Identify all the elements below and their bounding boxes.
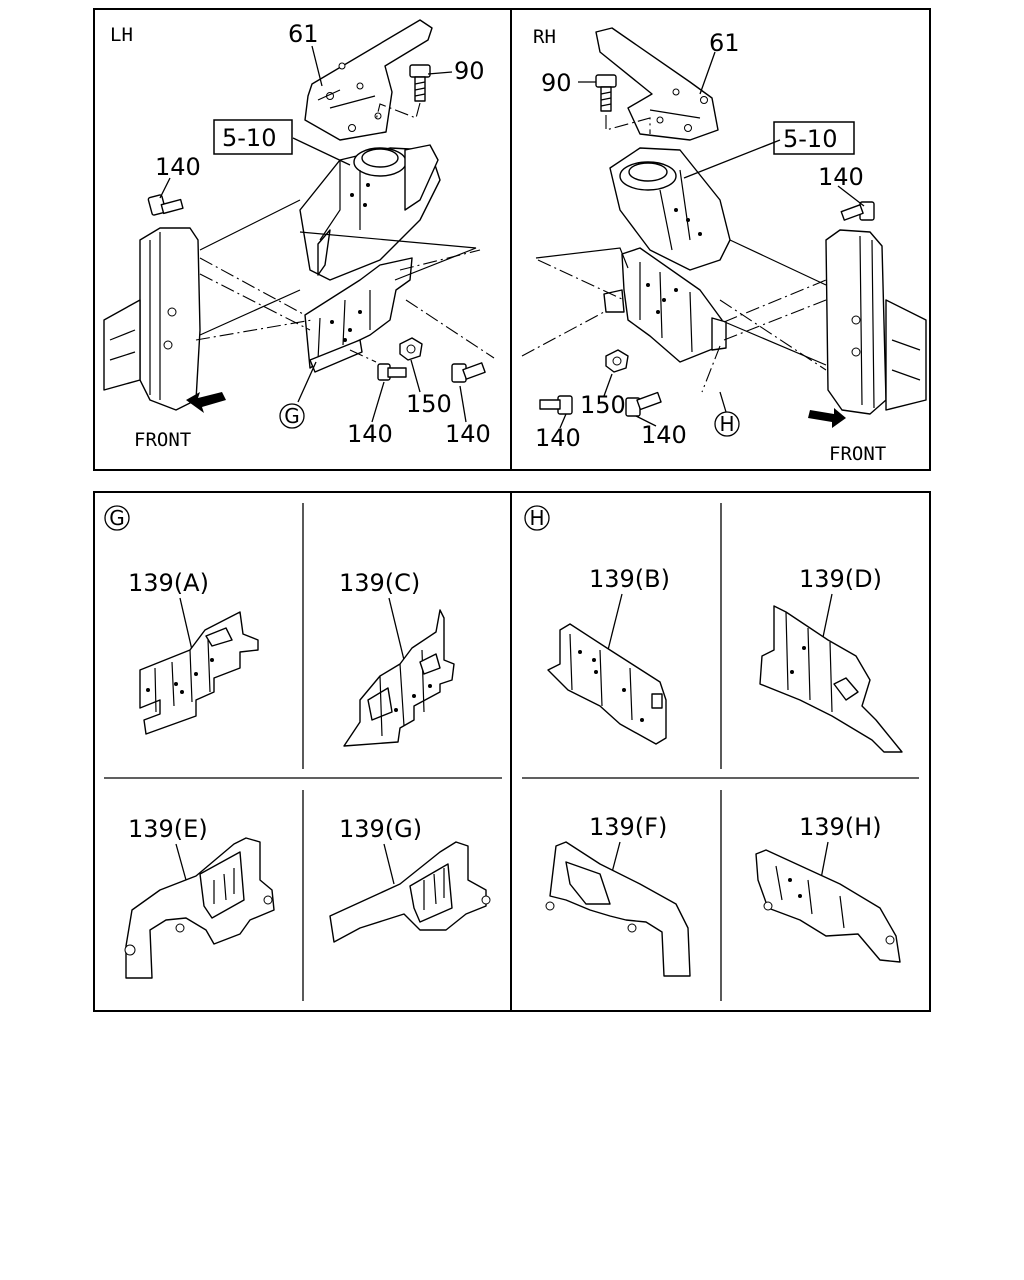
lh-callout-140-top: 140 xyxy=(155,153,201,181)
bolt-icon xyxy=(595,74,617,112)
rh-callout-140-top: 140 xyxy=(818,163,864,191)
variant-label-139g: 139(G) xyxy=(339,815,422,843)
variant-label-139e: 139(E) xyxy=(128,815,208,843)
variant-139h: 139(H) xyxy=(755,813,901,963)
variant-139b: 139(B) xyxy=(547,565,670,745)
lh-callout-150: 150 xyxy=(406,390,452,418)
h-variants-frame xyxy=(510,491,931,1012)
front-arrow-icon xyxy=(808,408,846,428)
rh-callout-140-mid: 140 xyxy=(641,421,687,449)
circle-ref-icon: G xyxy=(104,505,130,531)
variant-139g: 139(G) xyxy=(329,815,491,943)
rh-callout-61: 61 xyxy=(709,29,740,57)
variant-label-139h: 139(H) xyxy=(799,813,882,841)
variant-label-139b: 139(B) xyxy=(589,565,670,593)
bolt-icon xyxy=(625,391,662,417)
lh-front-label: FRONT xyxy=(134,429,191,451)
variant-139e: 139(E) xyxy=(124,815,275,979)
lh-bracket-61 xyxy=(304,19,433,141)
g-ref-circle: G xyxy=(109,506,125,530)
front-arrow-icon xyxy=(186,392,226,413)
lh-callout-140-mid: 140 xyxy=(347,420,393,448)
lh-callout-61: 61 xyxy=(288,20,319,48)
bolt-icon xyxy=(409,64,431,102)
rh-panel-frame xyxy=(510,8,931,471)
rh-front-label: FRONT xyxy=(829,443,886,465)
bolt-icon xyxy=(539,395,573,415)
lh-callout-5-10: 5-10 xyxy=(222,124,276,152)
bolt-icon xyxy=(377,363,407,381)
rh-ref-h: H xyxy=(719,412,734,436)
lh-side-label: LH xyxy=(110,24,133,46)
rh-side-label: RH xyxy=(533,26,556,48)
bolt-icon xyxy=(147,194,184,216)
rh-callout-90: 90 xyxy=(541,69,572,97)
rh-panel: RH xyxy=(521,26,927,465)
variant-label-139f: 139(F) xyxy=(589,813,667,841)
circle-ref-icon: H xyxy=(714,411,740,437)
variant-139f: 139(F) xyxy=(545,813,691,977)
circle-ref-icon: G xyxy=(279,403,305,429)
rh-bracket-61 xyxy=(595,27,719,141)
rh-mount-bracket xyxy=(621,247,723,363)
circle-ref-icon: H xyxy=(524,505,550,531)
lh-callout-140-right: 140 xyxy=(445,420,491,448)
nut-icon xyxy=(399,337,423,361)
lh-side-member xyxy=(139,227,201,411)
lh-callout-90: 90 xyxy=(454,57,485,85)
lh-panel: LH xyxy=(103,19,495,451)
variant-label-139d: 139(D) xyxy=(799,565,882,593)
variant-label-139a: 139(A) xyxy=(128,569,209,597)
bolt-icon xyxy=(451,362,486,383)
lh-ref-g: G xyxy=(284,404,300,428)
variant-139c: 139(C) xyxy=(339,569,455,747)
variant-139a: 139(A) xyxy=(128,569,259,735)
bolt-icon xyxy=(840,201,875,221)
variant-139d: 139(D) xyxy=(759,565,903,753)
nut-icon xyxy=(605,349,629,373)
h-ref-circle: H xyxy=(529,506,544,530)
rh-callout-150: 150 xyxy=(580,391,626,419)
rh-callout-140-left: 140 xyxy=(535,424,581,452)
rh-callout-5-10: 5-10 xyxy=(783,125,837,153)
variant-label-139c: 139(C) xyxy=(339,569,420,597)
